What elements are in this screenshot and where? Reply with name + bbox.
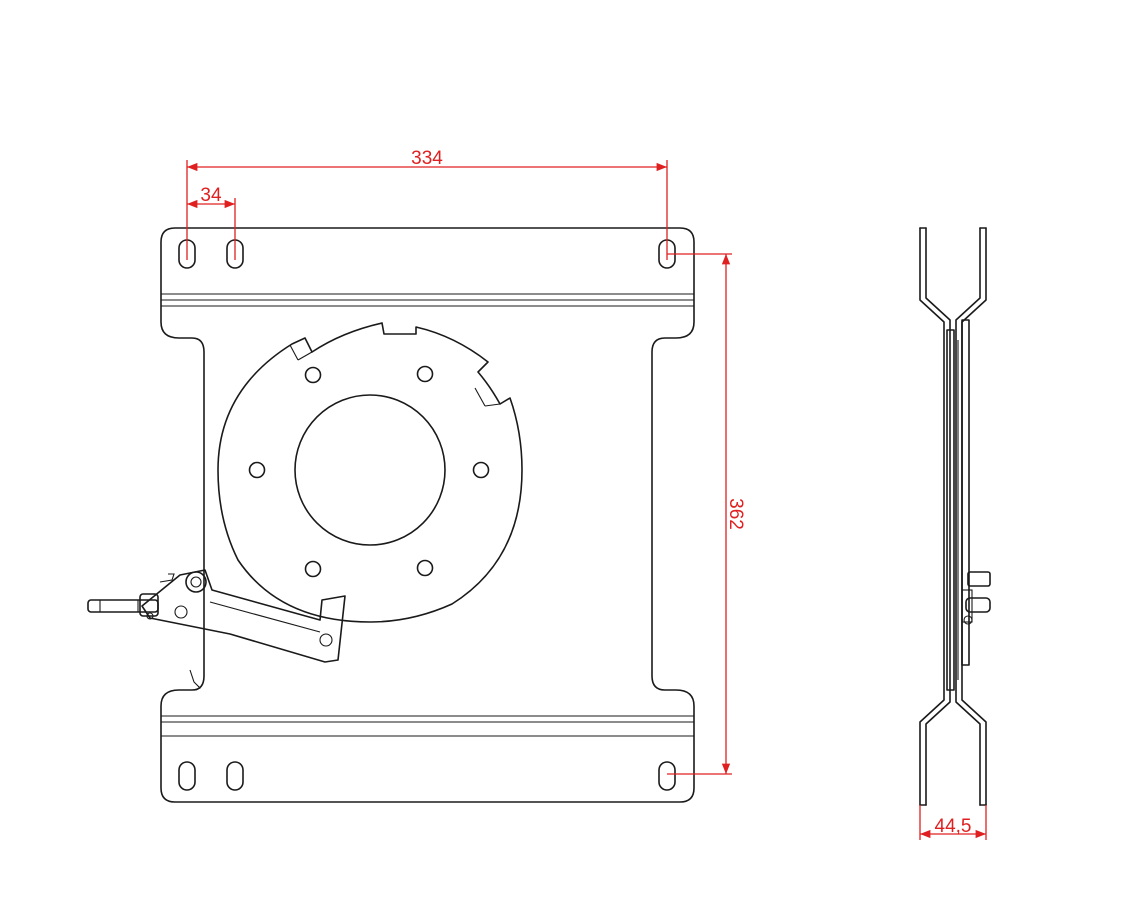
dimensions: 334 34 362 44,5 <box>186 148 987 840</box>
plate-outline <box>160 227 695 803</box>
bolt-hole <box>304 560 322 578</box>
bolt-hole <box>472 461 490 479</box>
side-view <box>919 227 991 806</box>
mounting-slot <box>178 761 196 791</box>
center-bore <box>294 394 446 546</box>
disc-notch-edge <box>297 351 313 361</box>
front-view <box>87 227 695 803</box>
mounting-slot <box>226 761 244 791</box>
disc-notch-edge <box>484 403 501 407</box>
dim-44-5-label: 44,5 <box>935 816 972 837</box>
dim-362-label: 362 <box>725 498 746 530</box>
dim-334-label: 334 <box>411 148 443 169</box>
turntable-disc <box>217 322 523 623</box>
locking-lever <box>87 569 346 691</box>
bolt-hole <box>416 365 434 383</box>
disc-notch-edge <box>474 387 486 407</box>
bolt-hole <box>416 559 434 577</box>
bolt-hole <box>304 366 322 384</box>
bolt-hole <box>248 461 266 479</box>
dim-34-label: 34 <box>200 185 222 206</box>
disc-notch-edge <box>289 344 299 361</box>
pivot-bolt <box>185 571 207 593</box>
mounting-slot <box>658 761 676 791</box>
